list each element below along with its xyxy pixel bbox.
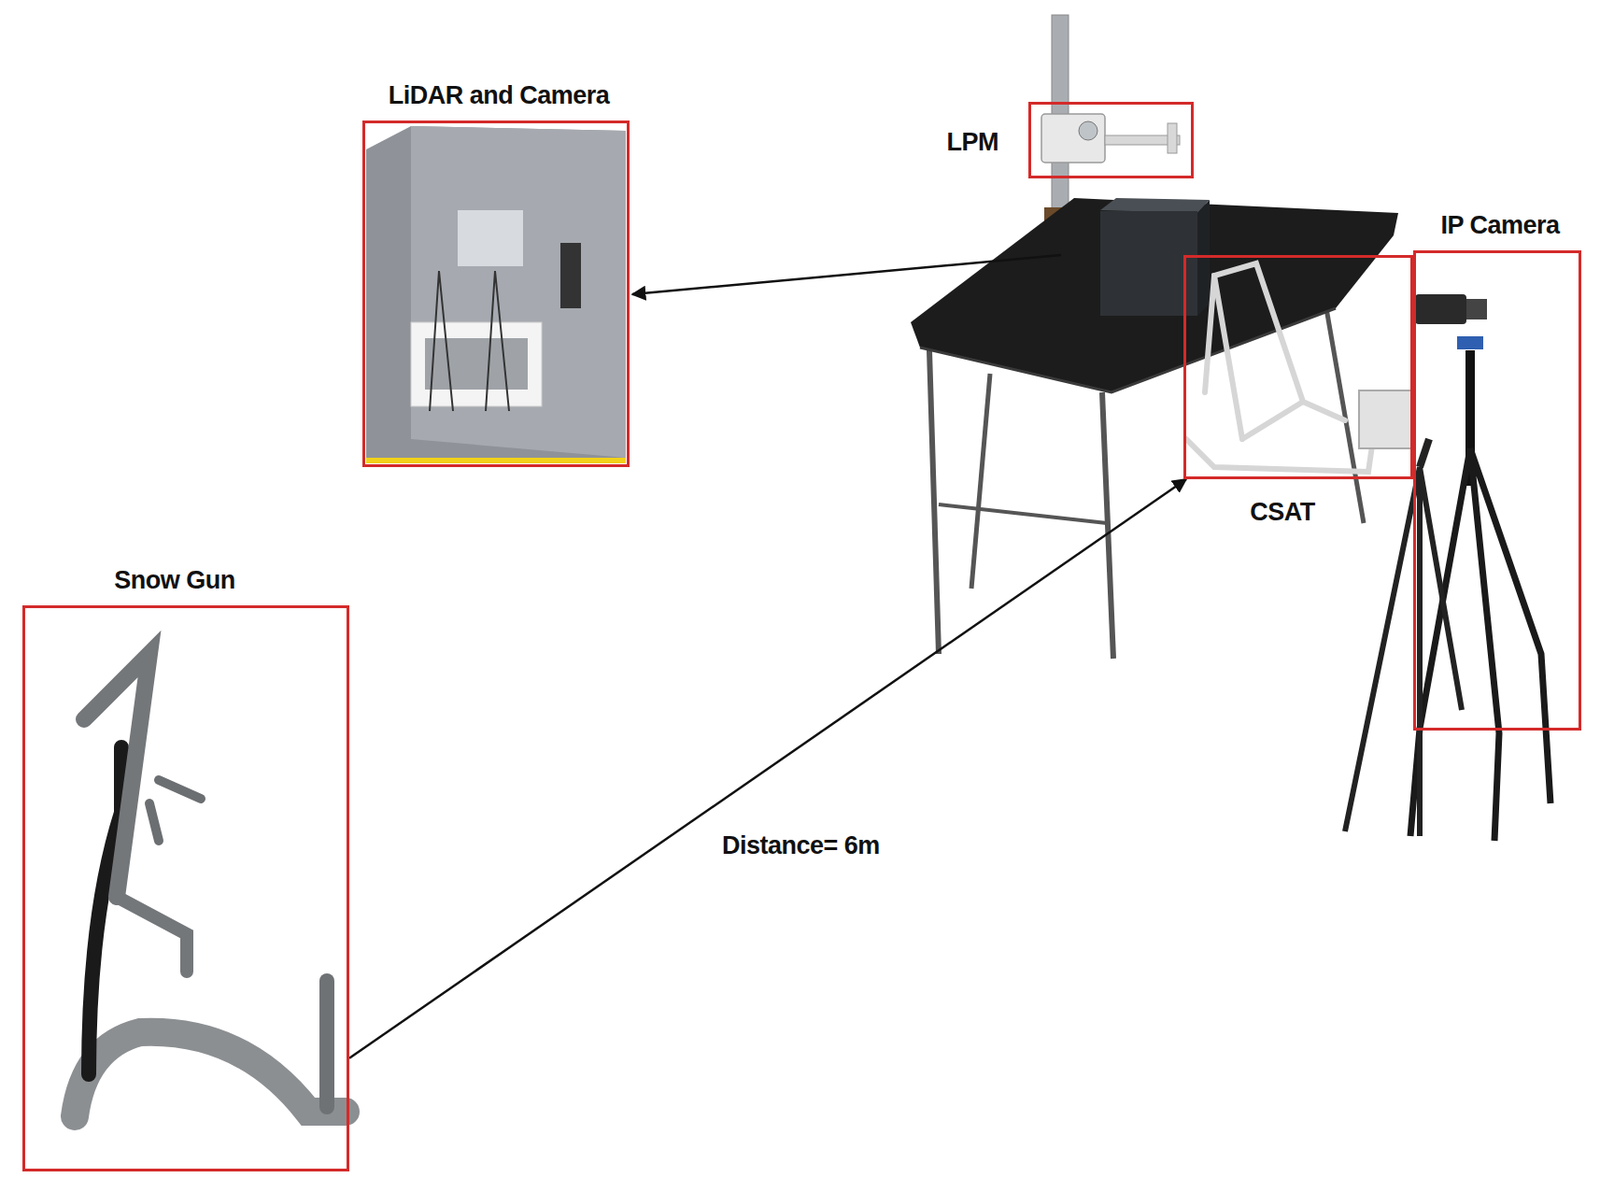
device-box: LiDAR and Camera xyxy=(362,120,630,468)
distance-arrow xyxy=(349,479,1187,1059)
device-box: IP Camera xyxy=(1413,250,1582,731)
device-label: LiDAR and Camera xyxy=(388,82,610,111)
device-label: LPM xyxy=(947,128,1000,157)
device-label: Snow Gun xyxy=(113,566,235,595)
device-box: LPM xyxy=(1028,101,1194,179)
snow-gun xyxy=(74,653,346,1117)
distance-label: Distance= 6m xyxy=(719,831,883,862)
csat-anemometer xyxy=(1186,263,1412,472)
device-label: CSAT xyxy=(1249,498,1316,527)
lpm-device xyxy=(1041,113,1180,163)
lidar-enclosure xyxy=(366,126,626,464)
table xyxy=(910,198,1399,659)
device-box: CSAT xyxy=(1183,254,1414,480)
device-label: IP Camera xyxy=(1440,212,1559,241)
device-box: Snow Gun xyxy=(22,605,350,1172)
pointer-arrow xyxy=(632,254,1062,295)
ip-camera-tripod xyxy=(1345,294,1551,841)
